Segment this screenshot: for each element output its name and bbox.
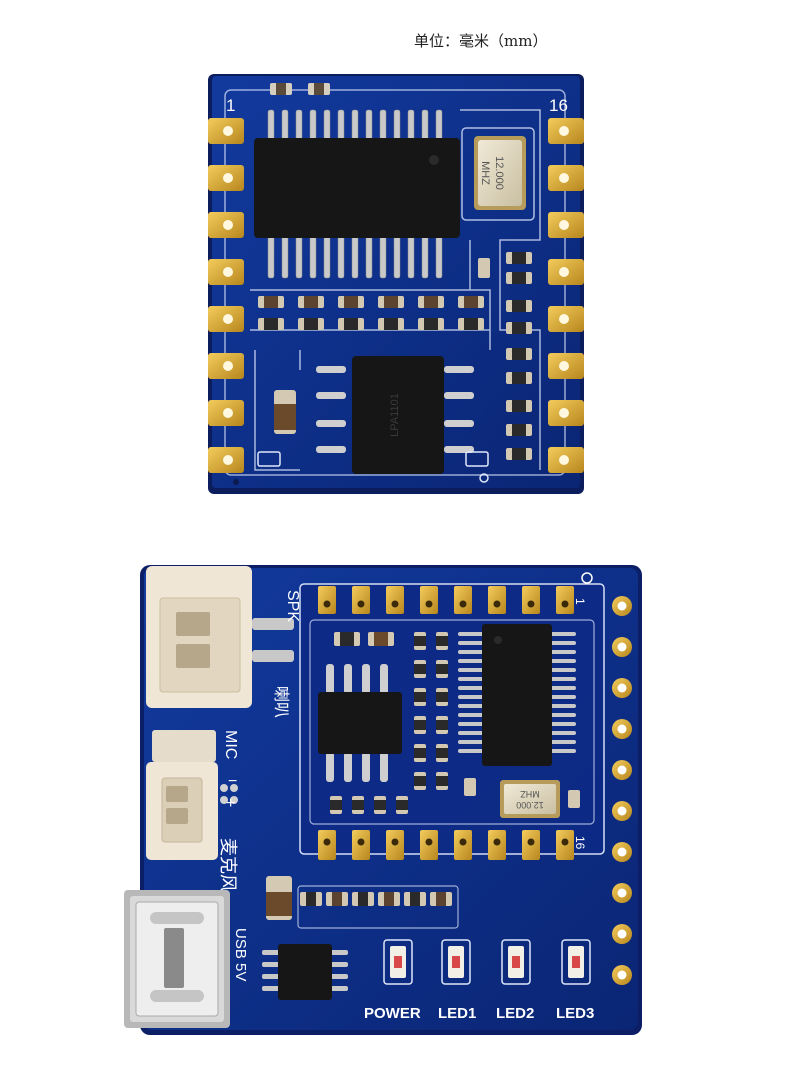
amp-marking: LPA1101 (389, 393, 401, 437)
left-castellated-pads (208, 118, 244, 473)
amp-chip: LPA1101 (316, 356, 474, 474)
top-crystal-unit: MHZ (479, 161, 491, 185)
right-header-holes (612, 596, 632, 985)
led-label-power: POWER (364, 1005, 421, 1022)
top-pin-first-label: 1 (226, 96, 235, 115)
module-pin-first-label: 1 (573, 598, 587, 605)
mic-plus-label: + (226, 795, 235, 812)
led-label-led3: LED3 (556, 1005, 594, 1022)
mic-minus-label: − (228, 773, 237, 790)
module-crystal-unit: MHZ (520, 789, 540, 799)
top-crystal: 12.000 MHZ (461, 127, 535, 221)
module-crystal: 12.000 MHZ (500, 780, 560, 818)
speaker-connector (146, 566, 294, 708)
led-row (383, 939, 591, 985)
mounted-module: 1 16 (299, 572, 605, 860)
led-label-led1: LED1 (438, 1005, 476, 1022)
module-crystal-freq: 12.000 (516, 800, 544, 810)
led-label-led2: LED2 (496, 1005, 534, 1022)
speaker-cn-label: 喇叭 (272, 686, 291, 718)
usb-connector (124, 890, 230, 1028)
top-passive-array (258, 252, 532, 460)
mic-connector (146, 730, 238, 860)
module-mcu-chip (458, 624, 576, 766)
mic-cn-label: 麦克风 (217, 838, 238, 892)
bottom-board: SPK 喇叭 MIC − + 麦克风 (124, 565, 642, 1035)
module-pin-last-label: 16 (573, 836, 587, 850)
spk-label: SPK (284, 590, 301, 622)
ldo-chip (262, 944, 348, 1000)
top-crystal-freq: 12.000 (493, 156, 505, 190)
top-pin-last-label: 16 (549, 96, 568, 115)
lower-passives (266, 876, 459, 929)
main-mcu-chip (254, 109, 460, 279)
top-small-components (270, 83, 330, 95)
module-amp-chip (318, 664, 402, 782)
top-module: 1 16 (208, 74, 584, 494)
unit-caption: 单位：毫米（mm） (414, 32, 548, 50)
usb-label: USB 5V (232, 928, 249, 981)
right-castellated-pads (548, 118, 584, 473)
mic-label: MIC (222, 730, 239, 759)
